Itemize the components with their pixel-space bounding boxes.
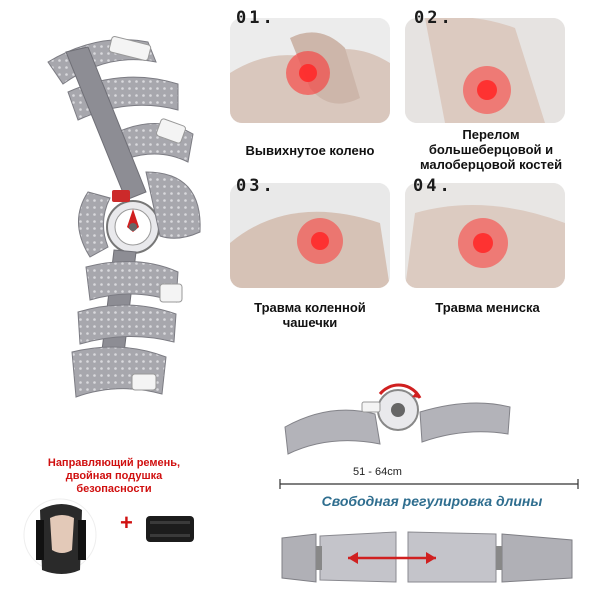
size-range-label: 51 - 64cm [353,466,402,478]
card-2-label-line: Перелом [462,127,520,142]
card-1-photo [230,18,390,123]
card-4-label: Травма мениска [405,300,570,315]
card-3-number: 03. [236,176,276,196]
card-1-number: 01. [236,8,276,28]
card-1-label: Вывихнутое колено [230,143,390,158]
strap-image [146,516,194,542]
card-3-label-line: Травма коленной [254,300,366,315]
card-2-number: 02. [414,8,454,28]
knee-with-airbag-image [23,498,97,574]
card-3-photo [230,183,390,288]
card-2-label: Перелом большеберцовой и малоберцовой ко… [402,127,580,172]
extended-brace-image [281,531,573,583]
card-2-label-line: малоберцовой костей [419,157,563,172]
card-1-label-line: Вывихнутое колено [245,143,375,158]
plus-sign: + [120,510,133,535]
card-4-number: 04. [413,176,453,196]
strap-caption: Направляющий ремень, двойная подушка без… [44,457,184,496]
strap-caption-line: безопасности [76,483,152,495]
strap-caption-line: двойная подушка [65,470,163,482]
card-2-photo [405,18,565,123]
card-4-photo [405,183,565,288]
strap-caption-line: Направляющий ремень, [47,457,181,469]
card-3-label-line: чашечки [282,315,338,330]
card-2-label-line: большеберцовой и [428,142,554,157]
length-adjust-caption: Свободная регулировка длины [321,493,543,509]
card-3-label: Травма коленной чашечки [225,300,395,330]
hinged-knee-brace-image [47,36,201,398]
folded-brace-image [284,383,511,455]
length-indicator-line [279,479,579,489]
card-4-label-line: Травма мениска [435,300,540,315]
